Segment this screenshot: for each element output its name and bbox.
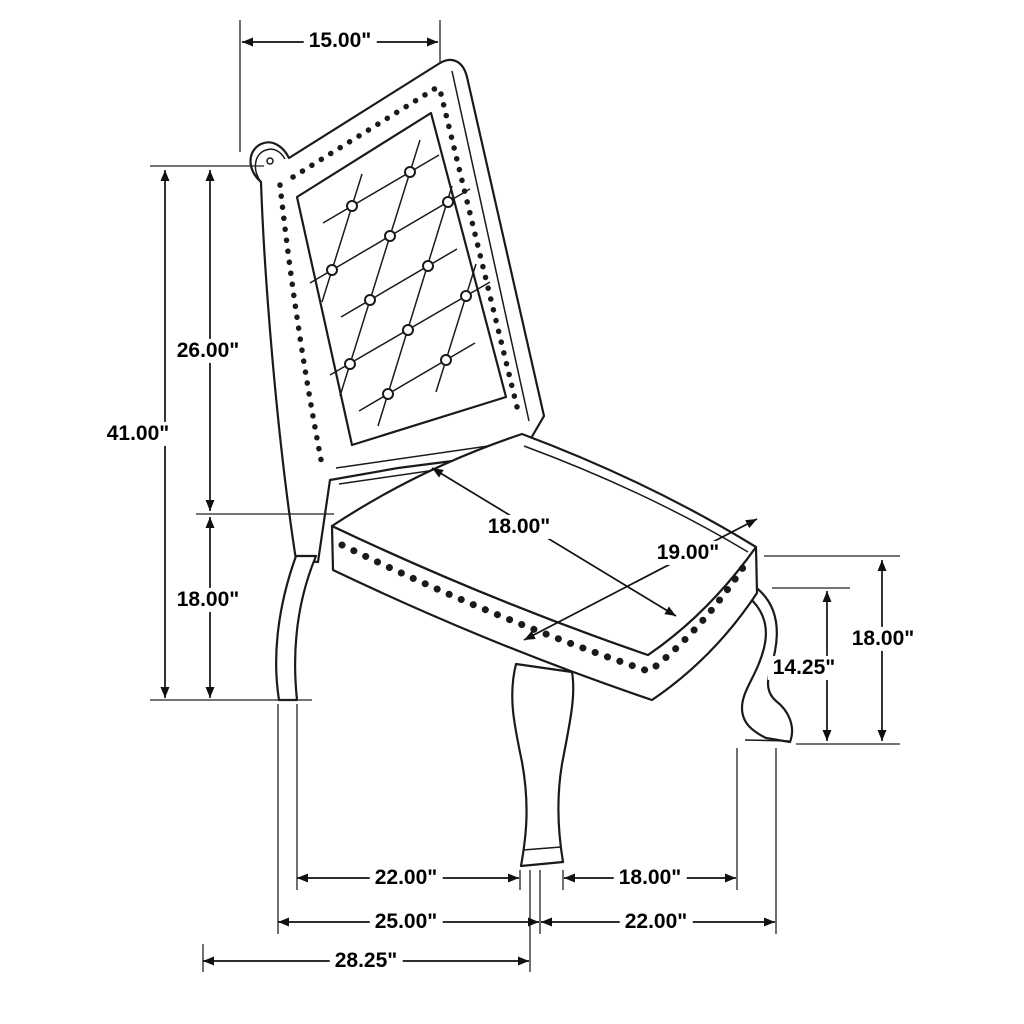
rear-left-leg [275,554,318,702]
dim-label-apron-to-floor: 14.25" [767,655,841,681]
dim-label-base-depth: 25.00" [369,909,443,935]
dim-label-top-width: 15.00" [303,28,377,54]
chair-back [249,58,546,564]
chair-seat [330,432,759,702]
dim-label-front-leg-spacing: 22.00" [369,865,443,891]
dim-label-seat-width: 19.00" [651,540,725,566]
dim-label-seat-height-left: 18.00" [171,587,245,613]
front-right-cabriole-leg [710,576,794,744]
right-stile-edge [451,70,530,422]
dim-label-overall-depth: 28.25" [329,948,403,974]
dim-label-overall-height: 41.00" [101,421,175,447]
front-right-foot-line [744,739,790,742]
dim-label-leg-gap-right: 18.00" [613,865,687,891]
scroll-curl [254,148,286,183]
dim-label-seat-depth: 18.00" [482,514,556,540]
front-left-leg [511,662,575,868]
back-nailhead-trim [277,85,520,468]
front-left-foot-line [522,846,562,851]
dim-label-base-width: 22.00" [619,909,693,935]
scroll-center [266,157,274,165]
tufting-buttons [326,166,472,400]
dim-label-back-height: 26.00" [171,338,245,364]
dim-label-leg-height-right: 18.00" [846,626,920,652]
dim-seat-width [523,518,758,641]
extension-lines [150,20,900,972]
